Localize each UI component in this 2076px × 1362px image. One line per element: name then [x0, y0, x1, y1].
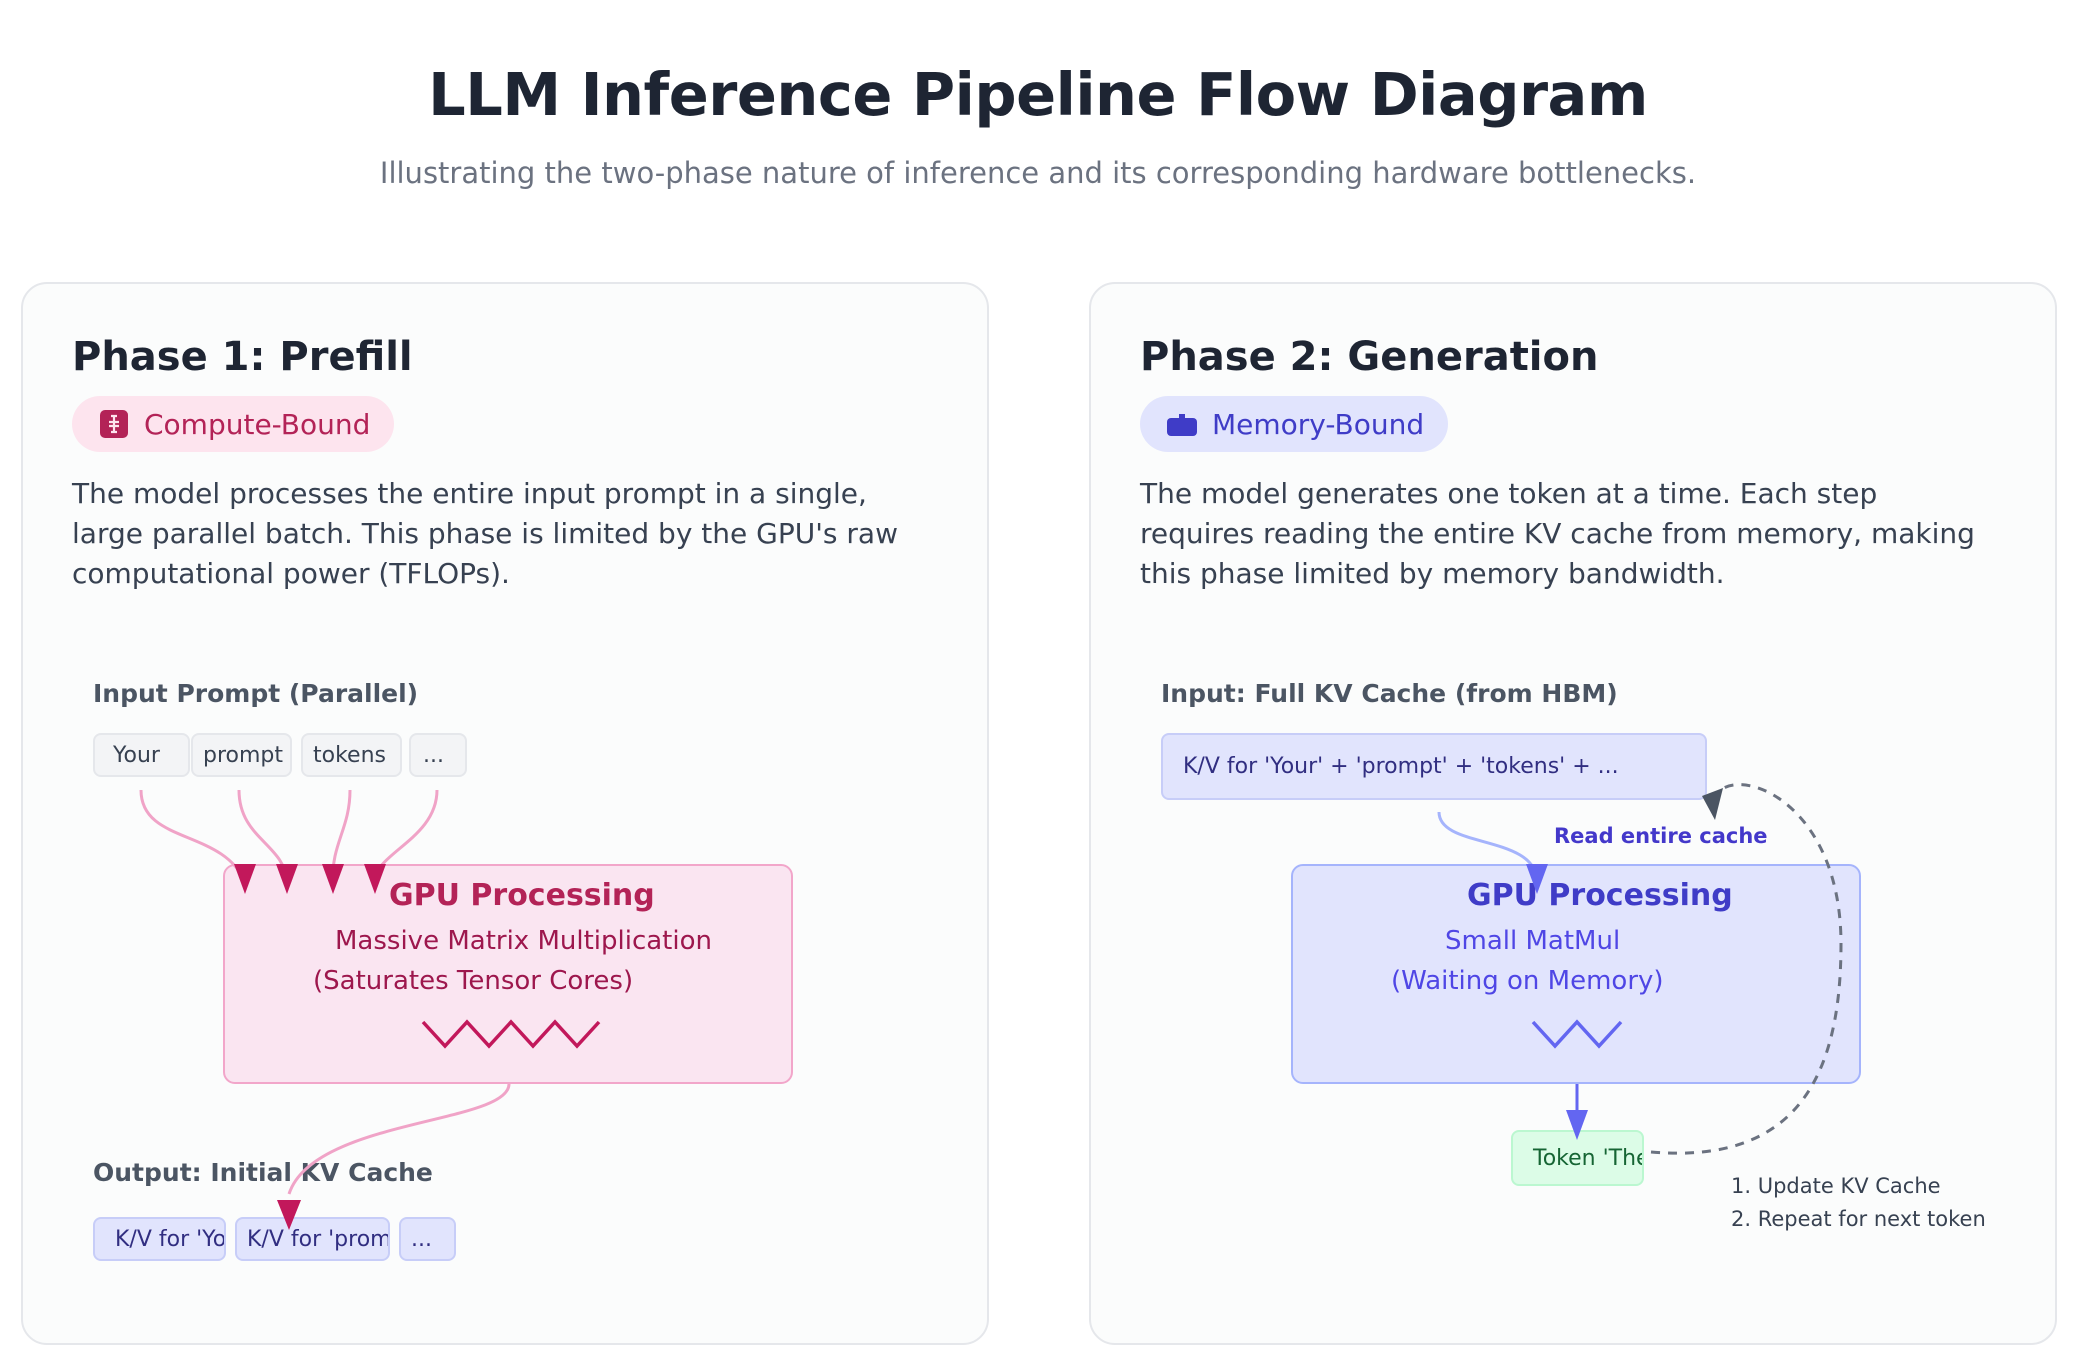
prefill-title: Phase 1: Prefill: [72, 334, 413, 380]
prompt-token-chip: Your: [93, 733, 190, 777]
generated-token-chip: Token 'The': [1511, 1130, 1644, 1186]
prefill-description: The model processes the entire input pro…: [72, 477, 898, 590]
kv-cache-chip: K/V for 'prompt': [235, 1217, 390, 1261]
generation-title: Phase 2: Generation: [1140, 334, 1599, 380]
compute-bound-label: Compute-Bound: [144, 407, 371, 441]
kv-cache-chip: K/V for 'Your': [93, 1217, 226, 1261]
kv-cache-chip: ...: [399, 1217, 456, 1261]
prompt-token-chip: prompt: [191, 733, 292, 777]
generation-gpu-line1: Small MatMul: [1445, 926, 1621, 956]
prefill-input-label: Input Prompt (Parallel): [93, 679, 419, 708]
generation-description: The model generates one token at a time.…: [1140, 477, 1975, 590]
page-subtitle: Illustrating the two-phase nature of inf…: [379, 156, 1697, 190]
page-title: LLM Inference Pipeline Flow Diagram: [428, 60, 1648, 129]
step-repeat: 2. Repeat for next token: [1731, 1207, 1986, 1231]
prefill-gpu-line1: Massive Matrix Multiplication: [335, 926, 712, 956]
memory-wave-icon: [1531, 1019, 1623, 1049]
generation-gpu-line2: (Waiting on Memory): [1391, 966, 1664, 996]
read-cache-label: Read entire cache: [1554, 824, 1768, 848]
memory-icon: [1166, 408, 1198, 440]
memory-bound-label: Memory-Bound: [1212, 407, 1425, 441]
compute-bound-badge: Compute-Bound: [72, 396, 395, 452]
generation-gpu-box: GPU Processing Small MatMul (Waiting on …: [1291, 864, 1861, 1084]
prefill-output-label: Output: Initial KV Cache: [93, 1158, 433, 1187]
generation-gpu-title: GPU Processing: [1467, 878, 1733, 913]
full-kv-cache-chip: K/V for 'Your' + 'prompt' + 'tokens' + .…: [1161, 733, 1707, 800]
prompt-token-chip: tokens: [301, 733, 402, 777]
generation-panel: Phase 2: Generation Memory-Bound The mod…: [1089, 282, 2057, 1345]
prefill-gpu-line2: (Saturates Tensor Cores): [313, 966, 634, 996]
chip-icon: [98, 408, 130, 440]
generation-input-label: Input: Full KV Cache (from HBM): [1161, 679, 1618, 708]
compute-wave-icon: [421, 1019, 601, 1049]
memory-bound-badge: Memory-Bound: [1140, 396, 1449, 452]
prefill-panel: Phase 1: Prefill Compute-Bound The model…: [21, 282, 989, 1345]
prefill-gpu-title: GPU Processing: [389, 878, 655, 913]
prompt-token-chip: ...: [409, 733, 467, 777]
step-update-cache: 1. Update KV Cache: [1731, 1174, 1941, 1198]
prefill-gpu-box: GPU Processing Massive Matrix Multiplica…: [223, 864, 793, 1084]
